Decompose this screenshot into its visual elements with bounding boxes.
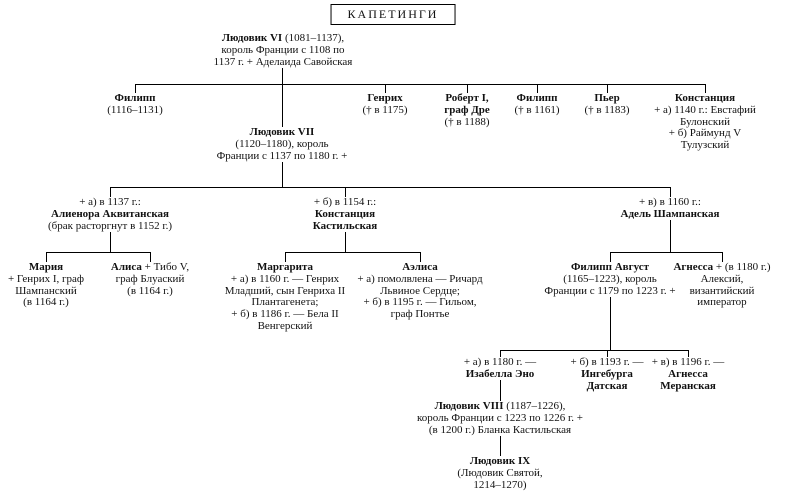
connector-drop-agnes-meran: [688, 350, 689, 357]
connector-louis8-down: [500, 436, 501, 456]
node-alienor: + а) в 1137 г.: Алиенора Аквитанская (бр…: [47, 196, 173, 232]
diagram-title-text: КАПЕТИНГИ: [347, 7, 439, 21]
connector-drop-isabelle: [500, 350, 501, 357]
connector-constance-down: [345, 232, 346, 252]
connector-drop-henri: [385, 84, 386, 93]
node-aelisa: Аэлиса + а) помолвлена — Ричард Львиное …: [357, 261, 483, 321]
connector-alienor-down: [110, 232, 111, 252]
connector-adele-hbar: [610, 252, 722, 253]
node-pierre: Пьер († в 1183): [584, 92, 630, 116]
connector-drop-alice: [150, 252, 151, 262]
connector-drop-philippe2: [537, 84, 538, 93]
node-louis6: Людовик VI (1081–1137), король Франции с…: [213, 32, 353, 68]
connector-drop-agnes-byz: [722, 252, 723, 262]
node-louis8: Людовик VIII (1187–1226), король Франции…: [416, 400, 583, 436]
node-marguerite: Маргарита + а) в 1160 г. — Генрих Младши…: [224, 261, 346, 332]
connector-drop-robert: [467, 84, 468, 93]
connector-drop-louis7: [282, 84, 283, 127]
connector-gen2-hbar: [135, 84, 705, 85]
node-louis9: Людовик IX (Людовик Святой, 1214–1270): [457, 455, 543, 491]
node-agnes-meran: + в) в 1196 г. — Агнесса Меранская: [651, 356, 725, 392]
connector-drop-adele: [670, 187, 671, 197]
connector-wives-hbar: [110, 187, 670, 188]
connector-isabelle-down: [500, 380, 501, 401]
node-philippe2: Филипп († в 1161): [514, 92, 560, 116]
connector-drop-constance-cast: [345, 187, 346, 197]
connector-drop-marie: [46, 252, 47, 262]
node-alice: Алиса + Тибо V, граф Блуаский (в 1164 г.…: [110, 261, 190, 297]
connector-drop-aelisa: [420, 252, 421, 262]
node-robert: Роберт I, граф Дре († в 1188): [444, 92, 490, 128]
node-constance-cast: + б) в 1154 г.: Констанция Кастильская: [312, 196, 378, 232]
connector-drop-pierre: [607, 84, 608, 93]
node-marie: Мария + Генрих I, граф Шампанский (в 116…: [7, 261, 85, 309]
connector-drop-alienor: [110, 187, 111, 197]
node-philippe-auguste: Филипп Август (1165–1223), король Франци…: [544, 261, 676, 297]
node-henri: Генрих († в 1175): [362, 92, 408, 116]
connector-drop-philippe-auguste: [610, 252, 611, 262]
node-constance-sister: Констанция + а) 1140 г.: Евстафий Булонс…: [654, 92, 756, 152]
node-ingeburge: + б) в 1193 г. — Ингебурга Датская: [570, 356, 644, 392]
connector-drop-ingeburge: [607, 350, 608, 357]
node-philippe1: Филипп (1116–1131): [107, 92, 163, 116]
node-agnes-byz: Агнесса + (в 1180 г.) Алексий, византийс…: [673, 261, 771, 309]
connector-louis6-down: [282, 68, 283, 84]
connector-alienor-hbar: [46, 252, 150, 253]
node-louis7: Людовик VII (1120–1180), король Франции …: [216, 126, 348, 162]
connector-adele-down: [670, 220, 671, 252]
diagram-title: КАПЕТИНГИ: [330, 4, 456, 25]
connector-drop-marguerite: [285, 252, 286, 262]
node-adele: + в) в 1160 г.: Адель Шампанская: [620, 196, 720, 220]
connector-philippe-auguste-down: [610, 297, 611, 350]
connector-drop-philippe1: [135, 84, 136, 93]
connector-pa-wives-hbar: [500, 350, 688, 351]
connector-drop-constance-sister: [705, 84, 706, 93]
connector-louis7-down: [282, 162, 283, 187]
connector-constance-hbar: [285, 252, 420, 253]
node-isabelle: + а) в 1180 г. — Изабелла Эно: [463, 356, 537, 380]
